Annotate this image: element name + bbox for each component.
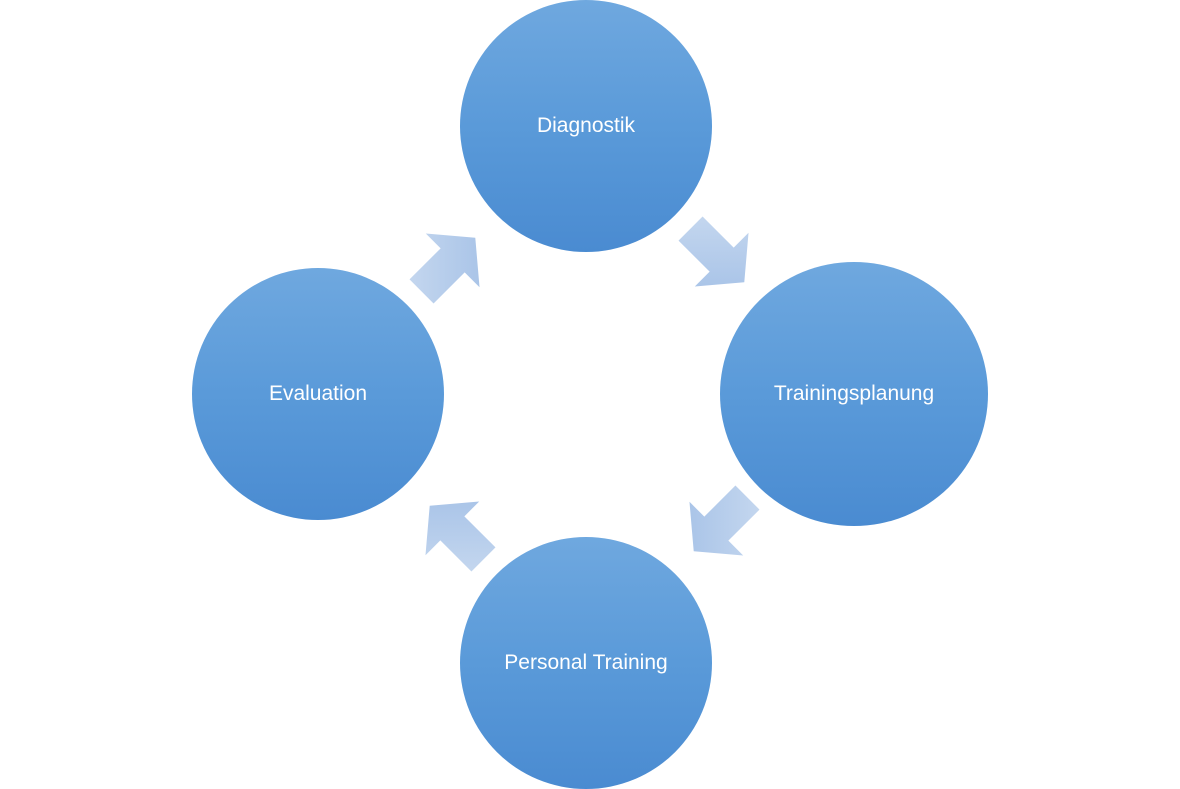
node-label-evaluation: Evaluation	[268, 382, 368, 405]
arrow-diagnostik-to-trainingsplanung	[678, 216, 749, 287]
arrow-trainingsplanung-to-personal-training	[689, 485, 760, 556]
node-diagnostik: Diagnostik	[460, 0, 712, 252]
node-label-trainingsplanung: Trainingsplanung	[773, 382, 935, 405]
arrow-personal-training-to-evaluation	[425, 501, 496, 572]
node-trainingsplanung: Trainingsplanung	[720, 262, 988, 526]
node-evaluation: Evaluation	[192, 268, 444, 520]
arrow-evaluation-to-diagnostik	[409, 233, 480, 304]
node-label-personal-training: Personal Training	[504, 651, 668, 674]
node-personal-training: Personal Training	[460, 537, 712, 789]
node-label-diagnostik: Diagnostik	[536, 114, 636, 137]
